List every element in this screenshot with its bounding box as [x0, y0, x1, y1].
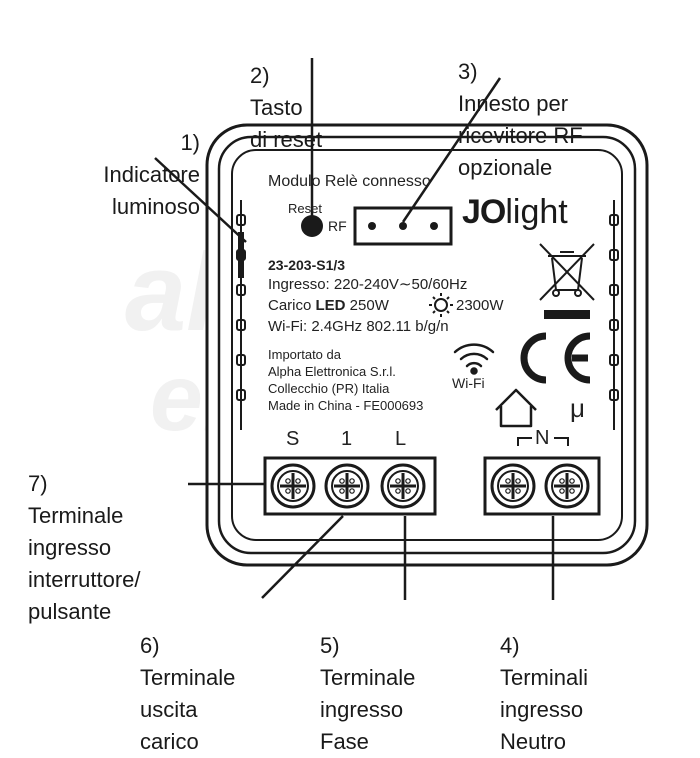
leader-line-3: [401, 77, 502, 223]
right-side-ribs: [609, 200, 619, 430]
weee-bin-icon: [539, 243, 595, 301]
callout-4: 4) Terminali ingresso Neutro: [500, 598, 670, 758]
brand-logo: JOlight: [462, 192, 568, 232]
load-led-value: 250W: [345, 297, 389, 314]
rf-pin: [399, 222, 407, 230]
model-number: 23-203-S1/3: [268, 257, 346, 273]
callout-number: 6): [140, 633, 160, 658]
callout-number: 5): [320, 633, 340, 658]
rf-pin: [430, 222, 438, 230]
led-indicator: [238, 232, 244, 278]
callout-text: Terminale ingresso interruttore/ pulsant…: [28, 503, 141, 624]
terminal-screw: [270, 463, 316, 509]
callout-5: 5) Terminale ingresso Fase: [320, 598, 480, 758]
importer-line: Alpha Elettronica S.r.l.: [268, 364, 396, 379]
callout-number: 4): [500, 633, 520, 658]
device-drawing: alpha elettronica: [125, 58, 649, 600]
callout-3: 3) Innesto per ricevitore RF opzionale: [458, 24, 658, 184]
reset-label: Reset: [288, 201, 322, 216]
callout-number: 3): [458, 59, 478, 84]
callout-text: Indicatore luminoso: [103, 162, 200, 219]
brand-jo: JO: [462, 193, 506, 231]
leader-line-1: [154, 157, 247, 243]
importer-line: Made in China - FE000693: [268, 398, 424, 413]
load-prefix: Carico: [268, 297, 316, 314]
terminal-label-n: N: [535, 427, 550, 449]
device-case-inner: [217, 135, 637, 555]
callout-text: Innesto per ricevitore RF opzionale: [458, 91, 583, 180]
callout-text: Terminale ingresso Fase: [320, 665, 416, 754]
wifi-label: Wi-Fi: [452, 375, 485, 391]
neutral-bracket: [517, 437, 569, 446]
leader-line-6: [261, 515, 344, 599]
weee-bar: [544, 310, 590, 319]
rf-label: RF: [328, 218, 347, 234]
rf-pin: [368, 222, 376, 230]
device-face: [231, 149, 623, 541]
wiring-diagram: alpha elettronica: [20, 24, 658, 754]
callout-6: 6) Terminale uscita carico: [140, 598, 300, 758]
load-spec: Carico LED 250W: [268, 297, 389, 315]
terminal-label-s: S: [286, 428, 300, 450]
terminal-screws: [270, 463, 590, 509]
callout-number: 7): [28, 471, 48, 496]
callout-number: 2): [250, 63, 270, 88]
callout-2: 2) Tasto di reset: [250, 28, 390, 156]
reset-button-dot: [301, 215, 323, 237]
callout-1: 1) Indicatore luminoso: [20, 95, 200, 223]
callout-text: Terminali ingresso Neutro: [500, 665, 589, 754]
input-spec: Ingresso: 220-240V∼50/60Hz: [268, 276, 468, 293]
importer-line: Collecchio (PR) Italia: [268, 381, 390, 396]
ce-mark-icon: [520, 332, 591, 384]
callout-number: 1): [180, 130, 200, 155]
leader-lines: [154, 58, 555, 600]
callout-7: 7) Terminale ingresso interruttore/ puls…: [28, 436, 218, 628]
terminal-screw: [544, 463, 590, 509]
terminal-screw: [490, 463, 536, 509]
terminal-label-1: 1: [341, 428, 353, 450]
device-title: Modulo Relè connesso: [268, 173, 431, 190]
importer-line: Importato da: [268, 347, 341, 362]
home-icon: [495, 388, 537, 428]
wifi-icon: [453, 343, 495, 375]
callout-text: Terminale uscita carico: [140, 665, 236, 754]
load-led: LED: [315, 297, 346, 314]
micro-mark: μ: [570, 393, 585, 423]
terminal-screw: [324, 463, 370, 509]
wifi-spec: Wi-Fi: 2.4GHz 802.11 b/g/n: [268, 318, 449, 335]
terminal-screw: [380, 463, 426, 509]
terminal-label-l: L: [395, 428, 407, 450]
brand-light: light: [505, 193, 568, 231]
sun-bulb-icon: [429, 293, 453, 317]
callout-text: Tasto di reset: [250, 95, 323, 152]
load-bulb-value: 2300W: [456, 297, 504, 314]
